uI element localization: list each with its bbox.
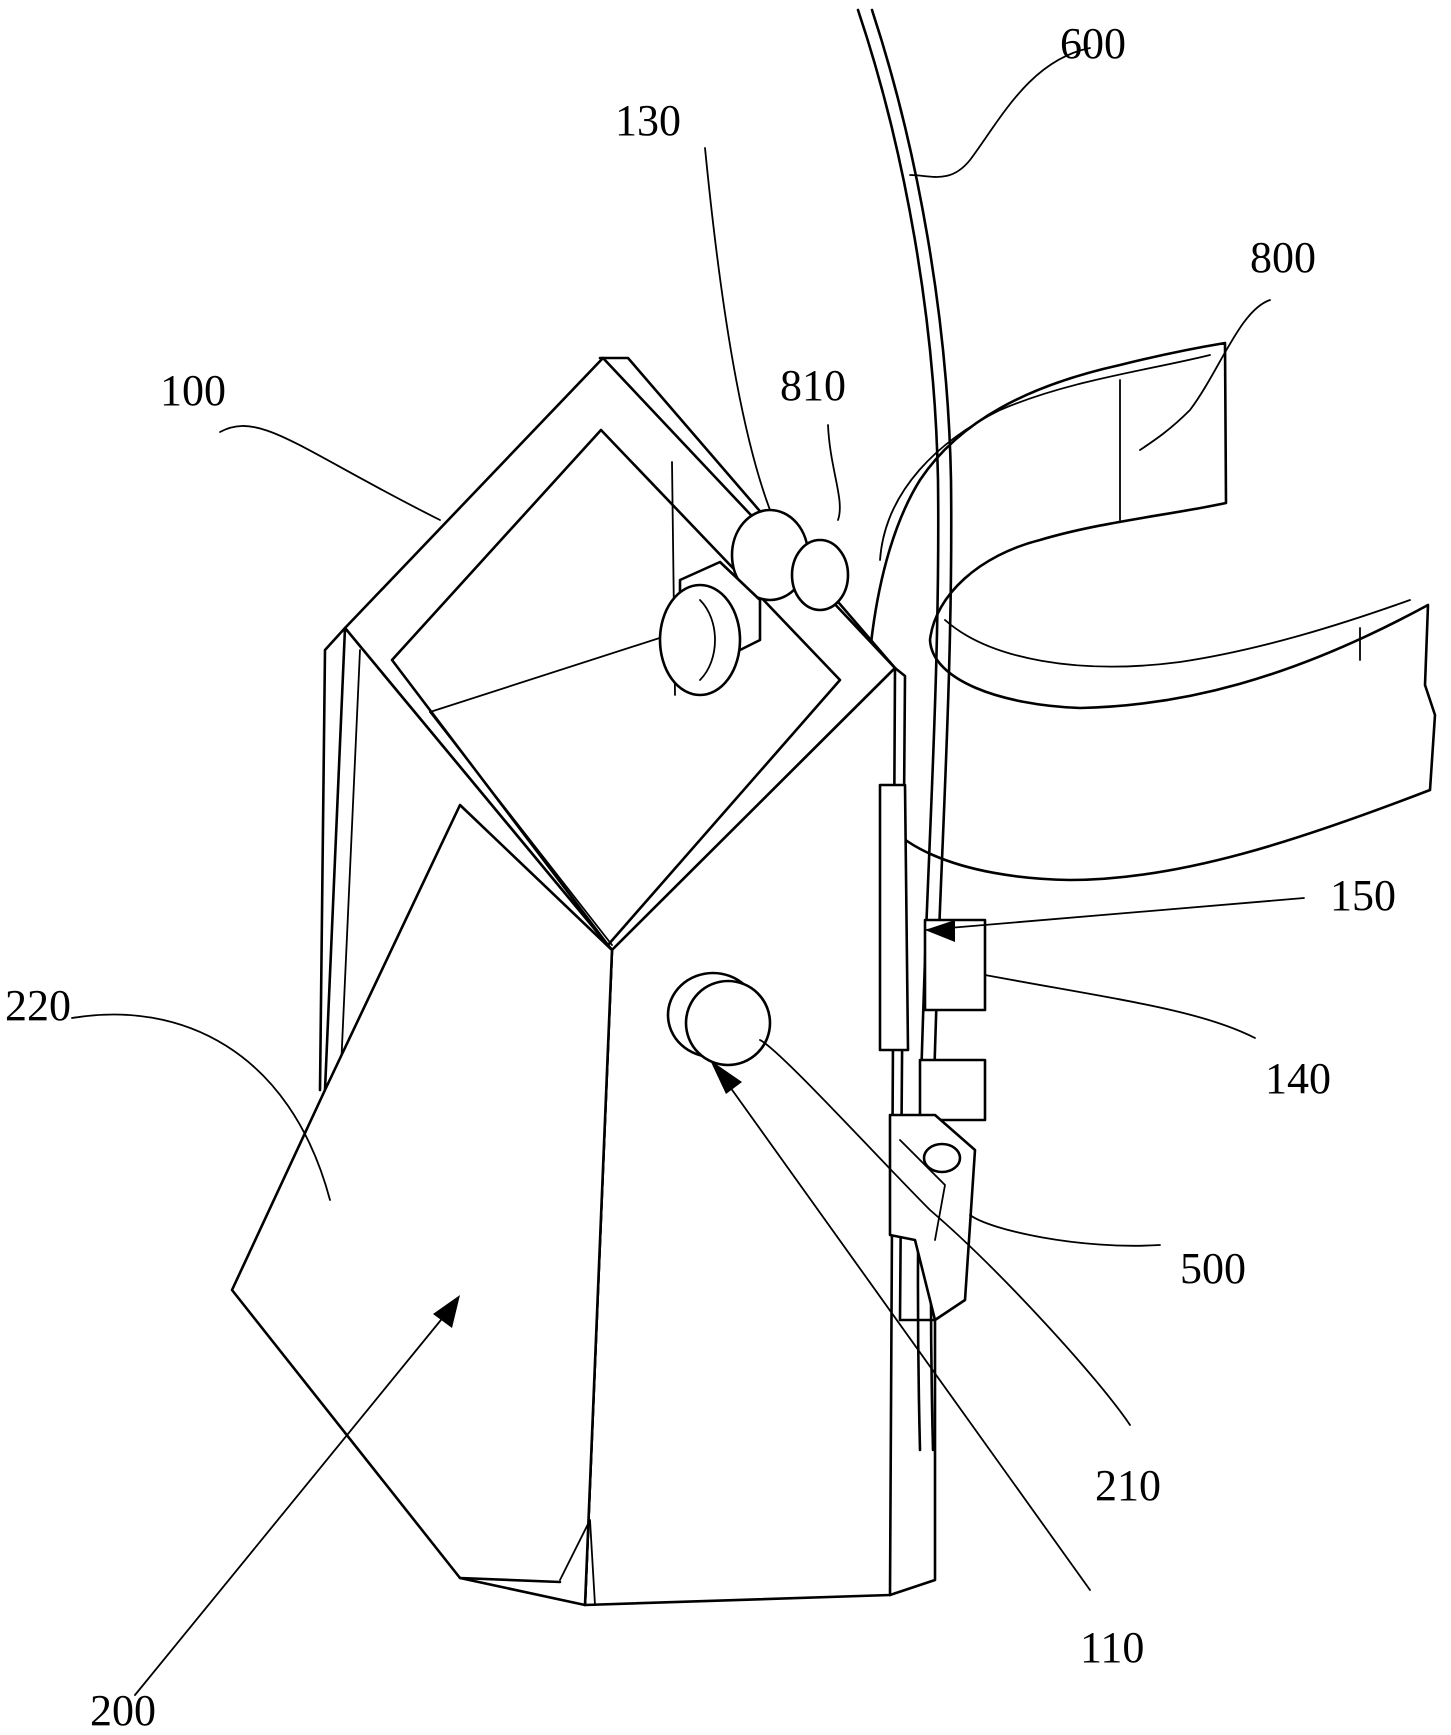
- reference-numerals: 600 130 800 810 100 150 140 220 500 210 …: [5, 19, 1396, 1735]
- bolt-nut-130-810: [658, 508, 850, 697]
- label-200: 200: [90, 1686, 156, 1735]
- knob-210: [666, 971, 772, 1067]
- arrow-150: [925, 920, 955, 942]
- label-100: 100: [160, 366, 226, 415]
- clamp-ring-800: [865, 341, 1437, 882]
- cover-220: [230, 803, 614, 1607]
- label-140: 140: [1265, 1054, 1331, 1103]
- clip-500: [888, 1113, 977, 1322]
- arrow-110: [710, 1060, 742, 1094]
- label-130: 130: [615, 96, 681, 145]
- label-150: 150: [1330, 871, 1396, 920]
- arrow-200: [433, 1295, 460, 1328]
- label-220: 220: [5, 981, 71, 1030]
- label-210: 210: [1095, 1461, 1161, 1510]
- label-800: 800: [1250, 233, 1316, 282]
- label-500: 500: [1180, 1244, 1246, 1293]
- label-810: 810: [780, 361, 846, 410]
- latch-140-150: [878, 783, 987, 1122]
- label-600: 600: [1060, 19, 1126, 68]
- leader-lines: [71, 47, 1305, 1696]
- label-110: 110: [1080, 1623, 1144, 1672]
